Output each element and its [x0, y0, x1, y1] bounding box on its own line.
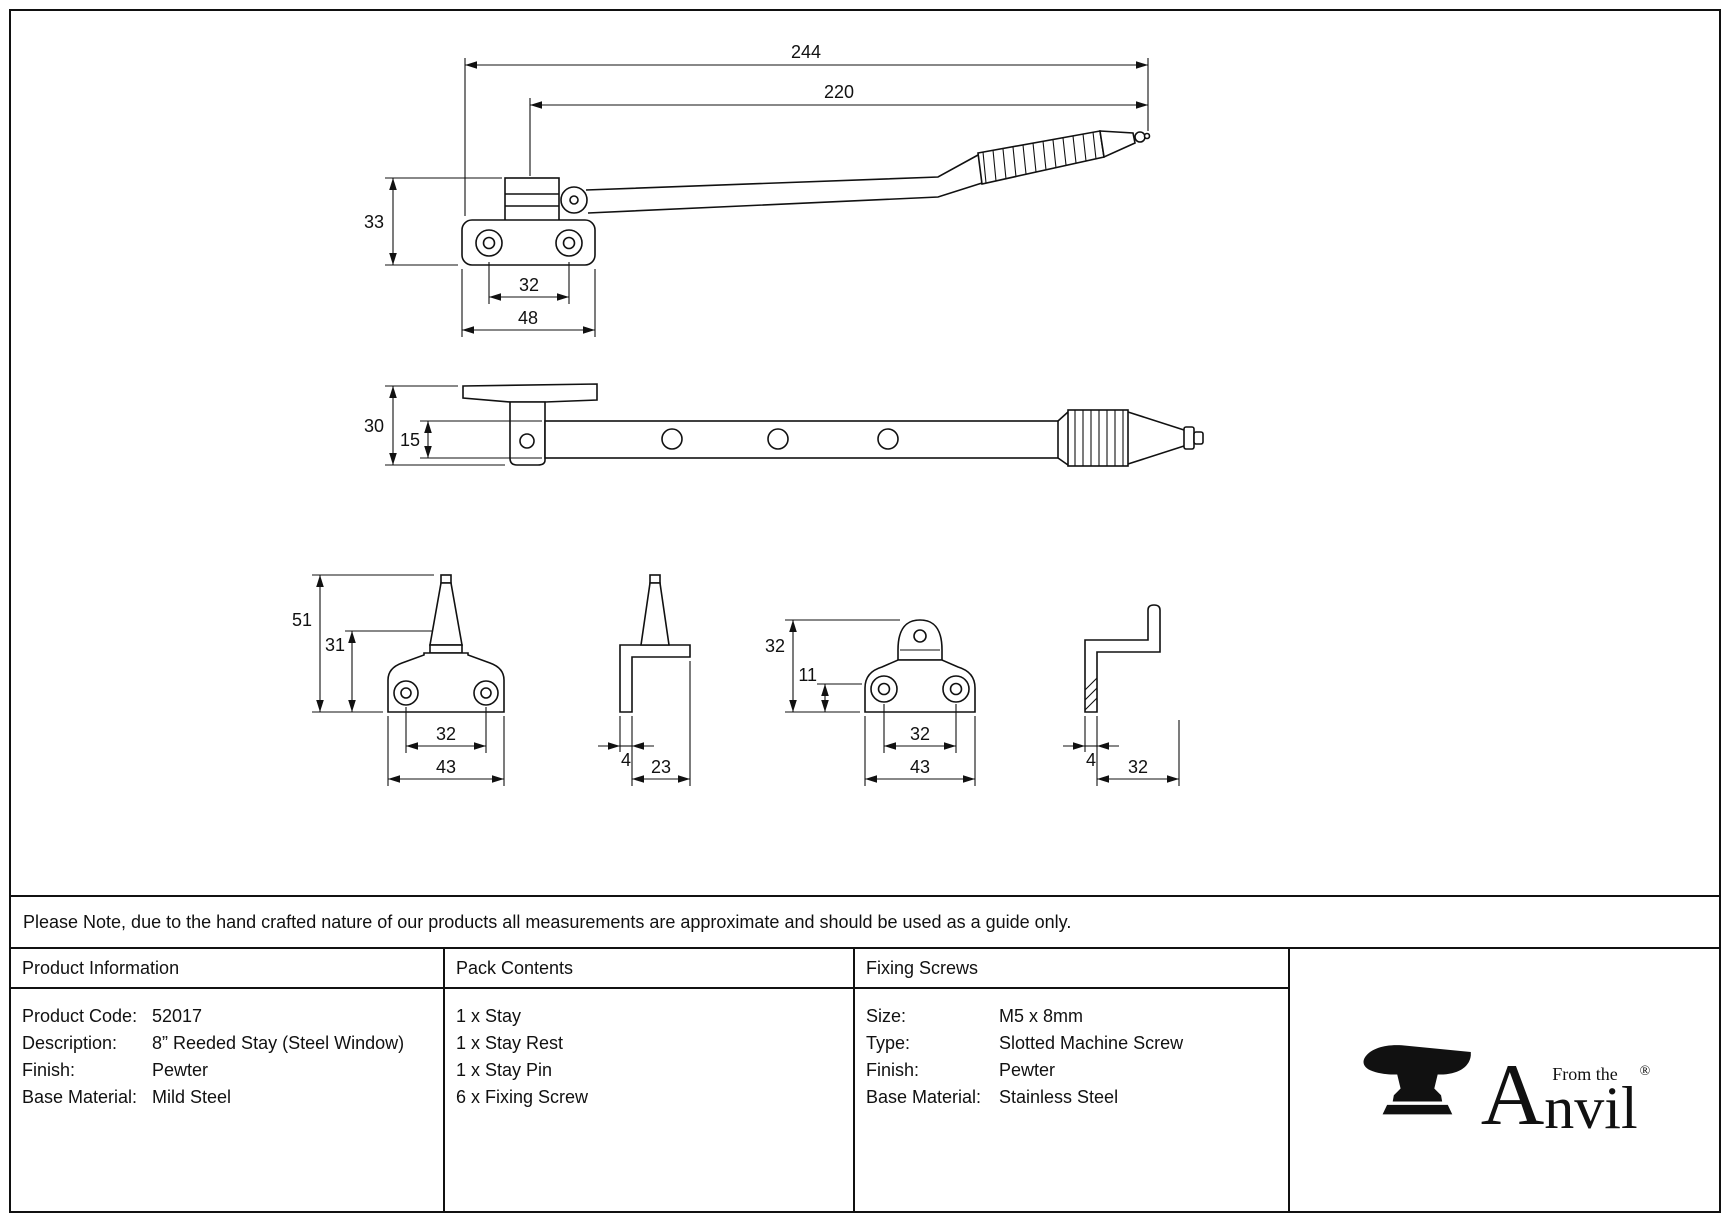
- stay-top-view: 244 220: [364, 42, 1151, 337]
- dim-rest-side-depth: 32: [1128, 757, 1148, 777]
- product-code-value: 52017: [152, 1006, 203, 1026]
- stay-rest-side-view: 4 32: [1063, 604, 1180, 786]
- dim-rest-base-height: 11: [798, 665, 817, 685]
- screw-base-material-label: Base Material:: [866, 1087, 982, 1107]
- finish-label: Finish:: [22, 1060, 76, 1080]
- table-row: Type: Slotted Machine Screw: [866, 1030, 1277, 1057]
- pack-item: 1 x Stay Pin: [456, 1060, 553, 1080]
- finish-value: Pewter: [152, 1060, 209, 1080]
- screw-size-value: M5 x 8mm: [999, 1006, 1084, 1026]
- brand-logo-cell: A From the nvil ®: [1290, 949, 1719, 1211]
- brand-from-the: From the: [1552, 1064, 1618, 1084]
- screw-type-value: Slotted Machine Screw: [999, 1033, 1184, 1053]
- dim-pin-hole-spacing: 32: [436, 724, 456, 744]
- stay-side-view: 30 15: [364, 383, 1204, 467]
- dim-rest-side-thickness: 4: [1086, 750, 1096, 770]
- stay-pin-side-view: 4 23: [598, 574, 691, 786]
- brand-nvil: nvil: [1544, 1075, 1638, 1141]
- stay-rest-front-view: 32 11 32 43: [765, 619, 976, 786]
- note-text: Please Note, due to the hand crafted nat…: [23, 911, 1072, 932]
- dim-pin-side-thickness: 4: [621, 750, 631, 770]
- header-fixing-screws: Fixing Screws: [855, 949, 1290, 989]
- brand-wordmark: A From the nvil ®: [1480, 1047, 1651, 1145]
- table-row: Size: M5 x 8mm: [866, 1003, 1277, 1030]
- table-row: Finish: Pewter: [22, 1057, 432, 1084]
- pack-item: 1 x Stay: [456, 1006, 522, 1026]
- header-product-information: Product Information: [11, 949, 445, 989]
- screw-size-label: Size:: [866, 1006, 907, 1026]
- dim-stay-arm-length: 220: [824, 82, 854, 102]
- base-material-value: Mild Steel: [152, 1087, 232, 1107]
- table-row: Product Code: 52017: [22, 1003, 432, 1030]
- product-information-cell: Product Code: 52017 Description: 8” Reed…: [11, 989, 445, 1211]
- product-code-label: Product Code:: [22, 1006, 138, 1026]
- dim-side-total-height: 30: [364, 416, 384, 436]
- pack-item: 1 x Stay Rest: [456, 1033, 564, 1053]
- table-row: Finish: Pewter: [866, 1057, 1277, 1084]
- registered-trademark-symbol: ®: [1639, 1064, 1651, 1080]
- description-value: 8” Reeded Stay (Steel Window): [152, 1033, 405, 1053]
- screw-base-material-value: Stainless Steel: [999, 1087, 1119, 1107]
- fixing-screws-cell: Size: M5 x 8mm Type: Slotted Machine Scr…: [855, 989, 1290, 1211]
- spec-table: Product Information Pack Contents Fixing…: [11, 947, 1719, 1211]
- note-row: Please Note, due to the hand crafted nat…: [11, 895, 1719, 947]
- dim-stay-hole-spacing: 32: [519, 275, 539, 295]
- header-pack-contents: Pack Contents: [445, 949, 855, 989]
- dim-rest-total-height: 32: [765, 636, 785, 656]
- description-label: Description:: [22, 1033, 118, 1053]
- table-row: Base Material: Mild Steel: [22, 1084, 432, 1111]
- dim-pin-base-width: 43: [436, 757, 456, 777]
- stay-pin-front-view: 51 31 32 43: [292, 574, 505, 786]
- screw-finish-label: Finish:: [866, 1060, 920, 1080]
- from-the-anvil-logo: A From the nvil ®: [1359, 1029, 1651, 1145]
- dim-side-arm-thickness: 15: [400, 430, 420, 450]
- technical-drawing: 244 220: [292, 42, 1204, 786]
- dim-pin-total-height: 51: [292, 610, 312, 630]
- dim-stay-overall-length: 244: [791, 42, 821, 62]
- dim-stay-plate-width: 48: [518, 308, 538, 328]
- base-material-label: Base Material:: [22, 1087, 138, 1107]
- sheet-frame: 244 220: [9, 9, 1721, 1213]
- brand-letter-a: A: [1480, 1047, 1545, 1145]
- pack-item: 6 x Fixing Screw: [456, 1087, 589, 1107]
- technical-drawing-area: 244 220: [11, 11, 1719, 895]
- screw-type-label: Type:: [866, 1033, 911, 1053]
- table-row: Base Material: Stainless Steel: [866, 1084, 1277, 1111]
- dim-rest-base-width: 43: [910, 757, 930, 777]
- table-row: Description: 8” Reeded Stay (Steel Windo…: [22, 1030, 432, 1057]
- pack-contents-cell: 1 x Stay 1 x Stay Rest 1 x Stay Pin 6 x …: [445, 989, 855, 1211]
- dim-pin-side-depth: 23: [651, 757, 671, 777]
- screw-finish-value: Pewter: [999, 1060, 1056, 1080]
- dim-pin-height: 31: [325, 635, 345, 655]
- dim-rest-hole-spacing: 32: [910, 724, 930, 744]
- anvil-icon: [1363, 1045, 1471, 1115]
- dim-stay-plate-height: 33: [364, 212, 384, 232]
